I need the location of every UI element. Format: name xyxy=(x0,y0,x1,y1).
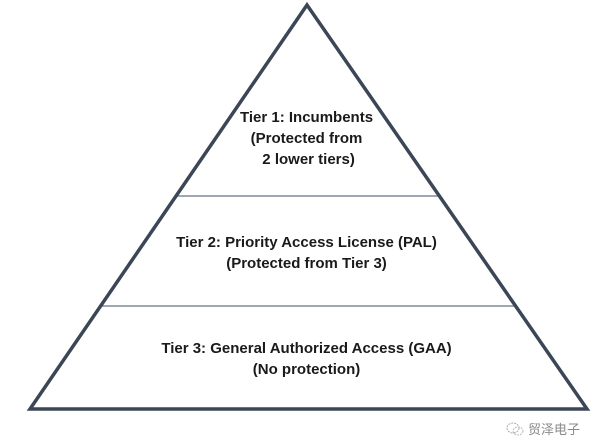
watermark-text: 贸泽电子 xyxy=(528,423,581,438)
tier-2-line: Tier 2: Priority Access License (PAL) xyxy=(176,234,437,251)
tier-1-line: 2 lower tiers) xyxy=(258,151,355,168)
tier-2-label: Tier 2: Priority Access License (PAL) (P… xyxy=(0,232,613,274)
tier-3-line: Tier 3: General Authorized Access (GAA) xyxy=(161,340,452,357)
tier-2-line: (Protected from Tier 3) xyxy=(226,255,387,272)
tier-1-label: Tier 1: Incumbents (Protected from 2 low… xyxy=(0,107,613,170)
tier-1-line: (Protected from xyxy=(250,130,363,147)
watermark: 贸泽电子 xyxy=(506,419,580,438)
tier-1-line: Tier 1: Incumbents xyxy=(239,109,374,126)
wechat-icon xyxy=(506,422,524,435)
tier-3-line: (No protection) xyxy=(252,361,361,378)
pyramid-outline xyxy=(26,1,591,411)
tier-3-label: Tier 3: General Authorized Access (GAA) … xyxy=(0,338,613,380)
